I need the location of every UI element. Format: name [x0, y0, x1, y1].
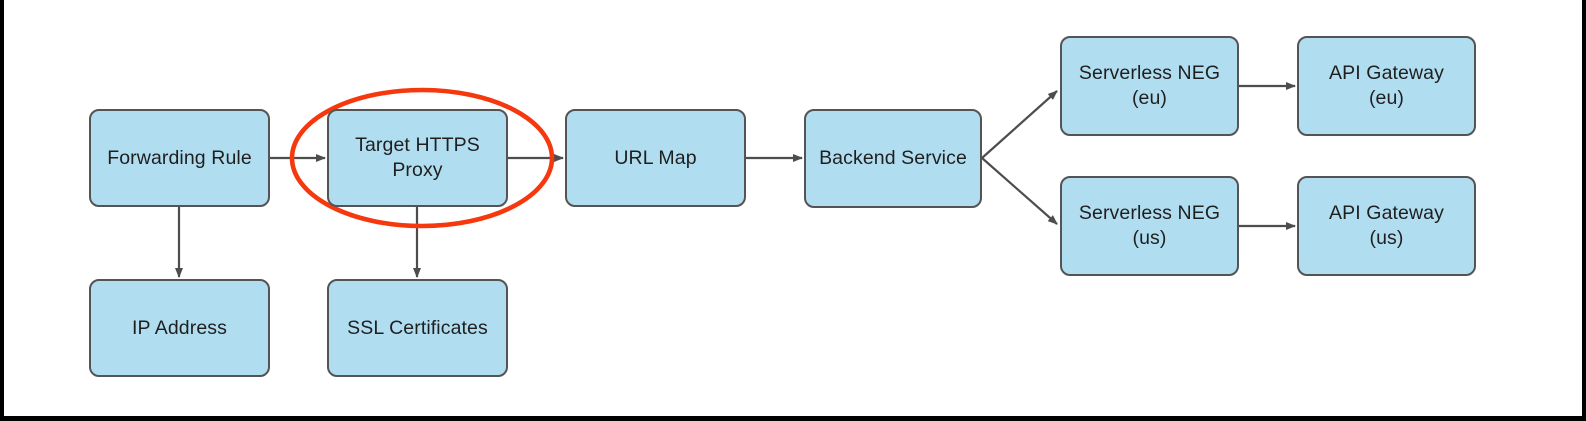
node-ip-address[interactable]: IP Address — [89, 279, 270, 377]
node-target-https-proxy[interactable]: Target HTTPS Proxy — [327, 109, 508, 207]
node-backend-service[interactable]: Backend Service — [804, 109, 982, 208]
page-border-left — [0, 0, 4, 421]
node-serverless-neg-us[interactable]: Serverless NEG (us) — [1060, 176, 1239, 276]
page-border-right — [1582, 0, 1586, 421]
node-api-gateway-us[interactable]: API Gateway (us) — [1297, 176, 1476, 276]
node-url-map[interactable]: URL Map — [565, 109, 746, 207]
node-ssl-certificates[interactable]: SSL Certificates — [327, 279, 508, 377]
highlight-ellipse-target-https-proxy — [289, 87, 555, 229]
page-border-bottom — [0, 416, 1586, 421]
node-forwarding-rule[interactable]: Forwarding Rule — [89, 109, 270, 207]
edge-backend-service-to-serverless-neg-us — [981, 157, 1058, 225]
node-serverless-neg-eu[interactable]: Serverless NEG (eu) — [1060, 36, 1239, 136]
edge-backend-service-to-serverless-neg-eu — [981, 90, 1058, 159]
node-api-gateway-eu[interactable]: API Gateway (eu) — [1297, 36, 1476, 136]
